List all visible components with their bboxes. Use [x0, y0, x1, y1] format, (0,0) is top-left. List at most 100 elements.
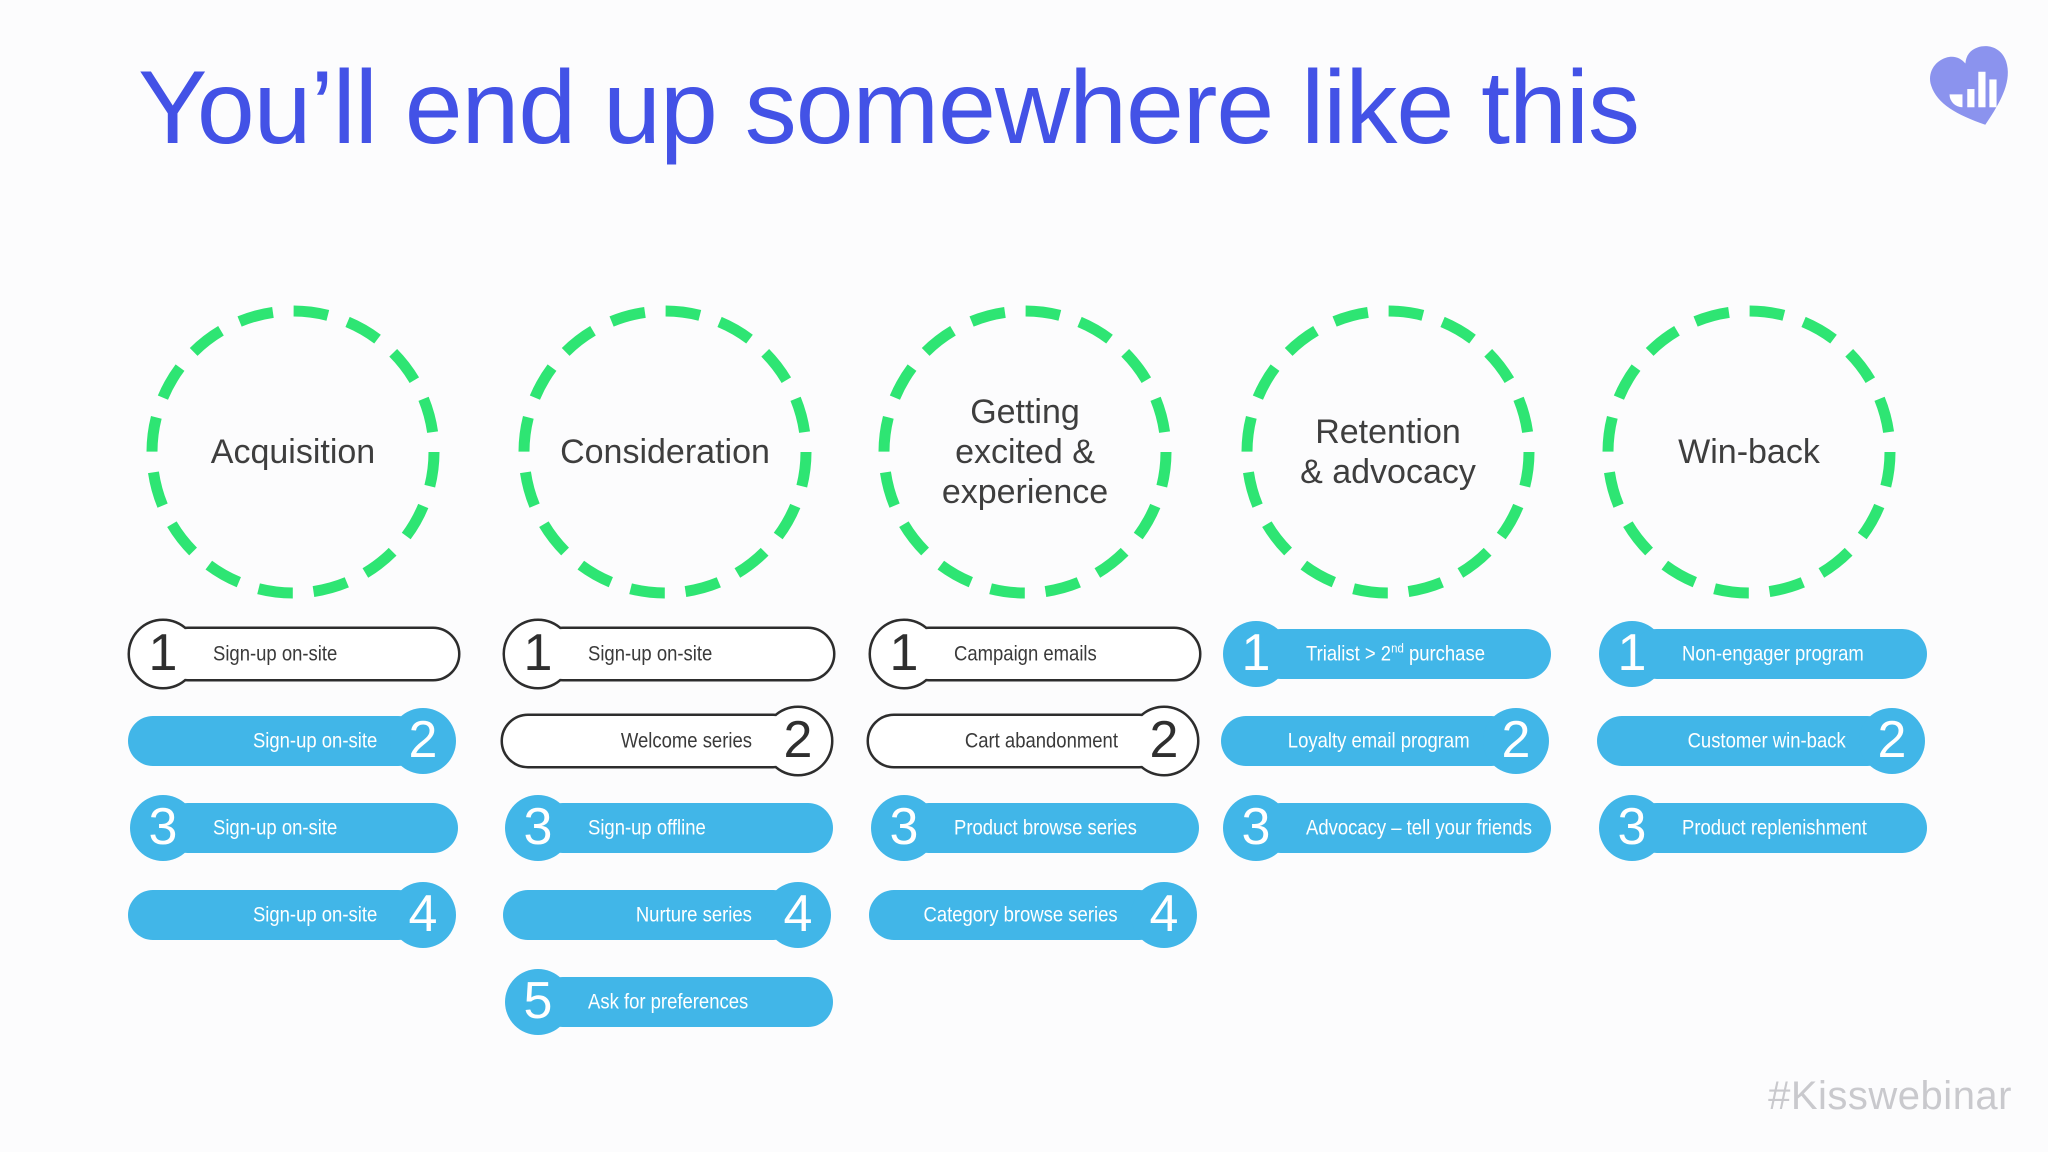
dashed-circle-icon	[146, 305, 440, 599]
pill-item: 2 Loyalty email program	[1216, 701, 1556, 781]
pill-shape	[1221, 708, 1549, 774]
pill-label: Trialist > 2nd purchase	[1306, 640, 1485, 666]
pill-column-acquisition: 1 Sign-up on-site 2 Sign-up on-site 3 Si…	[123, 614, 463, 962]
pill-shape	[1223, 621, 1551, 687]
pill-number: 5	[523, 971, 553, 1030]
pill-number: 1	[148, 623, 178, 682]
pill-item: 2 Welcome series	[498, 701, 838, 781]
pill-number: 2	[1501, 710, 1531, 769]
pill-item: 1 Campaign emails	[864, 614, 1204, 694]
pill-number: 1	[523, 623, 553, 682]
pill-number: 2	[408, 710, 438, 769]
pill-shape	[130, 795, 458, 861]
pill-shape	[1599, 621, 1927, 687]
pill-shape	[500, 705, 834, 777]
pill-label: Product replenishment	[1682, 816, 1867, 840]
stage-label: Consideration	[560, 432, 770, 471]
pill-shape	[128, 708, 456, 774]
pill-number: 2	[783, 710, 813, 769]
pill-item: 2 Customer win-back	[1592, 701, 1932, 781]
pill-shape	[128, 882, 456, 948]
pill-column-retention-advocacy: 1 Trialist > 2nd purchase 2 Loyalty emai…	[1216, 614, 1556, 875]
pill-label: Ask for preferences	[588, 990, 749, 1014]
pill-item: 2 Cart abandonment	[864, 701, 1204, 781]
pill-number: 3	[523, 797, 553, 856]
pill-number: 4	[408, 884, 438, 943]
pill-item: 3 Advocacy – tell your friends	[1216, 788, 1556, 868]
pill-number: 2	[1877, 710, 1907, 769]
dashed-circle-icon	[1602, 305, 1896, 599]
stage-circle-acquisition: Acquisition	[138, 297, 448, 607]
dashed-circle-icon	[1241, 305, 1535, 599]
pill-column-getting-excited: 1 Campaign emails 2 Cart abandonment 3 P…	[864, 614, 1204, 962]
pill-number: 4	[1149, 884, 1179, 943]
stage-circle-consideration: Consideration	[510, 297, 820, 607]
pill-shape	[1597, 708, 1925, 774]
pill-label: Nurture series	[635, 903, 752, 927]
pill-label: Cart abandonment	[964, 729, 1118, 753]
pill-item: 1 Sign-up on-site	[498, 614, 838, 694]
pill-label: Sign-up on-site	[252, 729, 377, 753]
pill-number: 1	[889, 623, 919, 682]
pill-shape	[1599, 795, 1927, 861]
hashtag-text: #Kisswebinar	[1768, 1074, 2012, 1118]
pill-item: 1 Non-engager program	[1592, 614, 1932, 694]
pill-shape	[871, 795, 1199, 861]
pill-label: Sign-up on-site	[213, 816, 338, 840]
pill-number: 3	[1241, 797, 1271, 856]
stage-circle-getting-excited: Getting excited & experience	[870, 297, 1180, 607]
pill-label: Campaign emails	[954, 642, 1097, 666]
pill-item: 4 Nurture series	[498, 875, 838, 955]
pill-label: Loyalty email program	[1288, 729, 1470, 753]
pill-shape	[502, 618, 836, 690]
pill-item: 2 Sign-up on-site	[123, 701, 463, 781]
pill-label: Non-engager program	[1682, 642, 1864, 666]
pill-shape	[866, 705, 1200, 777]
pill-number: 1	[1617, 623, 1647, 682]
pill-column-win-back: 1 Non-engager program 2 Customer win-bac…	[1592, 614, 1932, 875]
pill-label: Sign-up on-site	[213, 642, 338, 666]
pill-number: 1	[1241, 623, 1271, 682]
stage-label: Retention & advocacy	[1300, 412, 1476, 491]
pill-shape	[1223, 795, 1551, 861]
pill-shape	[505, 969, 833, 1035]
pill-number: 4	[783, 884, 813, 943]
pill-label: Advocacy – tell your friends	[1306, 816, 1532, 840]
pill-column-consideration: 1 Sign-up on-site 2 Welcome series 3 Sig…	[498, 614, 838, 1049]
pill-label: Sign-up on-site	[588, 642, 713, 666]
pill-item: 4 Category browse series	[864, 875, 1204, 955]
superscript: nd	[1391, 640, 1404, 656]
pill-item: 3 Sign-up on-site	[123, 788, 463, 868]
stage-label: Win-back	[1678, 432, 1820, 471]
pill-number: 3	[1617, 797, 1647, 856]
pill-item: 1 Trialist > 2nd purchase	[1216, 614, 1556, 694]
stage-label: Getting excited & experience	[941, 392, 1109, 512]
pill-item: 5 Ask for preferences	[498, 962, 838, 1042]
pill-label: Sign-up on-site	[252, 903, 377, 927]
slide-title: You’ll end up somewhere like this	[138, 50, 1640, 166]
pill-shape	[127, 618, 461, 690]
stage-circle-win-back: Win-back	[1594, 297, 1904, 607]
pill-item: 1 Sign-up on-site	[123, 614, 463, 694]
heart-bar-chart-logo-icon	[1930, 46, 2008, 125]
pill-shape	[869, 882, 1197, 948]
pill-shape	[868, 618, 1202, 690]
pill-item: 3 Sign-up offline	[498, 788, 838, 868]
pill-number: 2	[1149, 710, 1179, 769]
pill-item: 4 Sign-up on-site	[123, 875, 463, 955]
pill-label: Welcome series	[620, 729, 752, 753]
dashed-circle-icon	[518, 305, 812, 599]
pill-number: 3	[148, 797, 178, 856]
pill-label: Customer win-back	[1687, 729, 1846, 753]
pill-item: 3 Product replenishment	[1592, 788, 1932, 868]
pill-shape	[503, 882, 831, 948]
pill-shape	[505, 795, 833, 861]
pill-number: 3	[889, 797, 919, 856]
stage-circle-retention-advocacy: Retention & advocacy	[1233, 297, 1543, 607]
pill-label: Sign-up offline	[588, 816, 706, 840]
pill-item: 3 Product browse series	[864, 788, 1204, 868]
pill-label: Product browse series	[954, 816, 1137, 840]
dashed-circle-icon	[878, 305, 1172, 599]
pill-label: Category browse series	[923, 903, 1118, 927]
